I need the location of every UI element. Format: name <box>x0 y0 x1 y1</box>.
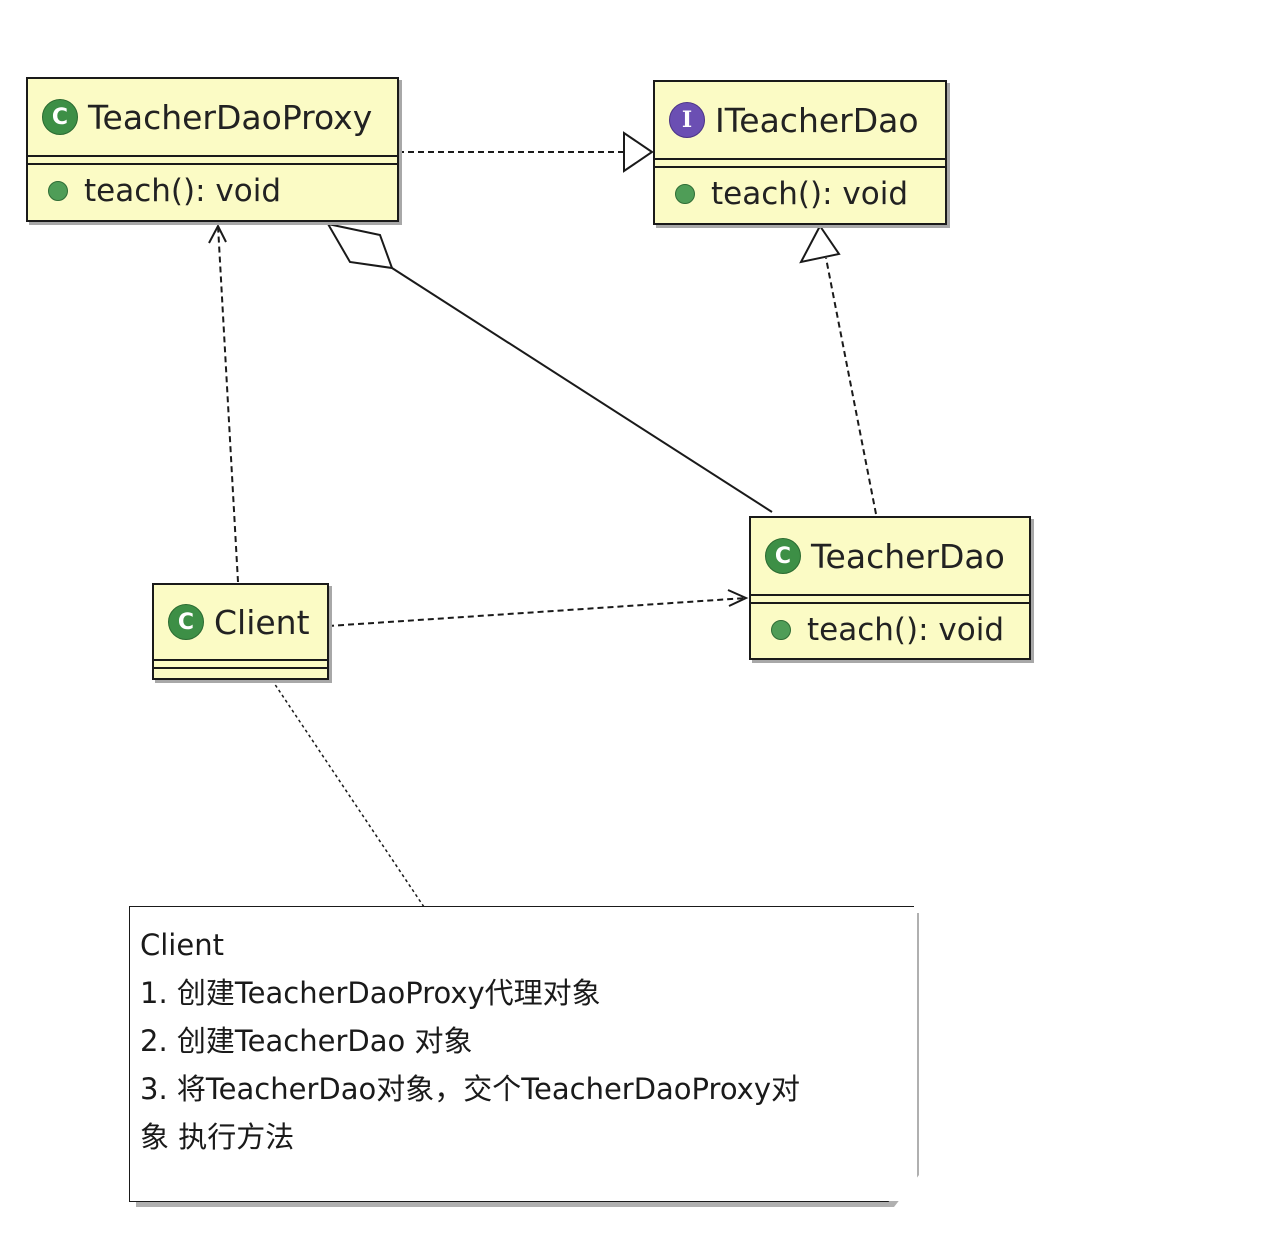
interface-iteacherdao[interactable]: I ITeacherDao teach(): void <box>653 80 947 225</box>
class-operations: teach(): void <box>655 168 945 220</box>
class-c-icon: C <box>168 604 204 640</box>
class-operations: teach(): void <box>751 604 1029 656</box>
class-client[interactable]: C Client <box>152 583 329 680</box>
aggregation-proxy-dao <box>391 267 773 513</box>
realization-arrowhead-dao <box>799 224 841 264</box>
class-teacherdaoproxy[interactable]: C TeacherDaoProxy teach(): void <box>26 77 399 222</box>
note-line: Client <box>140 928 224 962</box>
realization-arrowhead-proxy <box>623 131 654 173</box>
method-teach: teach(): void <box>807 612 1005 648</box>
class-name: TeacherDao <box>811 536 1005 576</box>
class-header: C TeacherDaoProxy <box>28 79 397 155</box>
class-name: TeacherDaoProxy <box>88 97 373 137</box>
client-note[interactable]: Client 1. 创建TeacherDaoProxy代理对象 2. 创建Tea… <box>130 907 917 1201</box>
class-header: C Client <box>154 585 327 659</box>
class-name: Client <box>214 602 310 642</box>
dependency-client-to-dao <box>327 597 747 627</box>
method-teach: teach(): void <box>84 173 282 209</box>
public-method-icon <box>48 181 68 201</box>
dependency-arrowhead-proxy <box>208 223 227 244</box>
dependency-arrowhead-dao <box>727 589 749 607</box>
class-c-icon: C <box>765 538 801 574</box>
class-header: I ITeacherDao <box>655 82 945 158</box>
note-line: 1. 创建TeacherDaoProxy代理对象 <box>140 976 601 1010</box>
class-operations: teach(): void <box>28 165 397 217</box>
note-anchor-line <box>271 679 425 908</box>
class-separator <box>28 155 397 165</box>
class-separator <box>655 158 945 168</box>
note-line: 象 执行方法 <box>140 1120 295 1154</box>
class-c-icon: C <box>42 99 78 135</box>
class-header: C TeacherDao <box>751 518 1029 594</box>
realization-dao-to-interface <box>825 257 877 515</box>
dependency-client-to-proxy <box>217 225 239 583</box>
aggregation-diamond <box>326 222 394 270</box>
method-teach: teach(): void <box>711 176 909 212</box>
note-line: 2. 创建TeacherDao 对象 <box>140 1024 473 1058</box>
public-method-icon <box>675 184 695 204</box>
class-teacherdao[interactable]: C TeacherDao teach(): void <box>749 516 1031 660</box>
note-line: 3. 将TeacherDao对象，交个TeacherDaoProxy对 <box>140 1072 800 1106</box>
class-separator <box>154 659 327 669</box>
class-separator <box>751 594 1029 604</box>
class-name: ITeacherDao <box>715 100 919 140</box>
public-method-icon <box>771 620 791 640</box>
interface-i-icon: I <box>669 102 705 138</box>
